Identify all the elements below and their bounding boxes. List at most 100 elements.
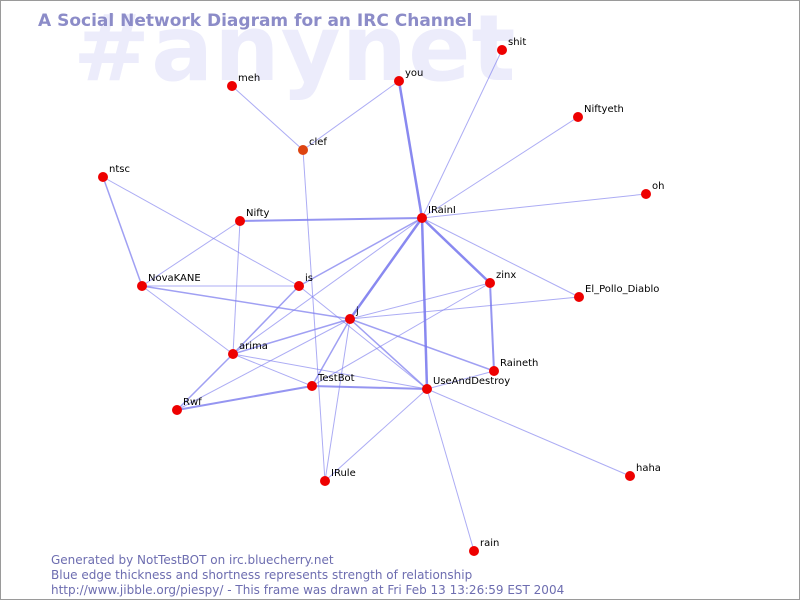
node-IRule: IRule [320, 468, 356, 486]
node-arima: arima [228, 341, 268, 359]
node-dot-IRule [320, 476, 330, 486]
node-label-Nifty: Nifty [246, 208, 270, 219]
edge-TestBot-Rwf [176, 385, 313, 411]
edge-j-arima [232, 318, 351, 355]
edge-j-IRule [324, 318, 351, 482]
edge-oh-IRainI [421, 193, 647, 219]
node-dot-Rwf [172, 405, 182, 415]
node-dot-meh [227, 81, 237, 91]
node-dot-shit [497, 45, 507, 55]
edge-zinx-j [349, 282, 491, 320]
edge-j-Rwf [176, 318, 351, 411]
footer-generated-by: Generated by NotTestBOT on irc.bluecherr… [51, 553, 334, 567]
node-label-Raineth: Raineth [500, 358, 538, 369]
edge-NovaKANE-j [141, 285, 351, 320]
node-label-zinx: zinx [496, 270, 516, 281]
node-dot-j [345, 314, 355, 324]
edge-Niftyeth-IRainI [421, 116, 579, 219]
edge-is-arima [232, 285, 300, 355]
node-is: is [294, 273, 313, 291]
node-Raineth: Raineth [489, 358, 538, 376]
edge-UseAndDestroy-haha [426, 388, 631, 477]
node-dot-IRainI [417, 213, 427, 223]
edge-clef-IRule [302, 149, 326, 482]
node-Niftyeth: Niftyeth [573, 104, 624, 122]
node-j: j [345, 306, 359, 324]
edge-zinx-Raineth [489, 282, 495, 372]
node-label-UseAndDestroy: UseAndDestroy [433, 376, 510, 387]
node-NovaKANE: NovaKANE [137, 273, 201, 291]
node-dot-clef [298, 145, 308, 155]
edge-Nifty-IRainI [239, 217, 423, 222]
node-label-rain: rain [480, 538, 499, 549]
edge-ntsc-NovaKANE [102, 176, 143, 287]
node-label-Rwf: Rwf [183, 397, 202, 408]
footer-source-and-timestamp: http://www.jibble.org/piespy/ - This fra… [51, 583, 565, 597]
node-label-ntsc: ntsc [109, 164, 130, 175]
node-meh: meh [227, 73, 260, 91]
edge-IRainI-arima [232, 217, 423, 355]
node-label-j: j [355, 306, 359, 317]
edge-Nifty-arima [232, 220, 241, 355]
node-label-shit: shit [508, 37, 526, 48]
edge-IRainI-j [348, 217, 424, 320]
node-dot-UseAndDestroy [422, 384, 432, 394]
node-dot-is [294, 281, 304, 291]
node-label-IRainI: IRainI [428, 205, 456, 216]
node-Rwf: Rwf [172, 397, 202, 415]
node-shit: shit [497, 37, 526, 55]
edge-j-UseAndDestroy [349, 318, 428, 390]
edge-UseAndDestroy-IRule [324, 388, 428, 482]
edge-arima-Rwf [176, 353, 234, 411]
node-you: you [394, 68, 423, 86]
edge-NovaKANE-arima [141, 285, 234, 355]
edge-shit-IRainI [421, 49, 503, 219]
edges-layer [102, 49, 647, 552]
edge-you-clef [302, 80, 400, 151]
diagram-title: A Social Network Diagram for an IRC Chan… [38, 11, 473, 31]
edge-TestBot-UseAndDestroy [311, 385, 428, 390]
node-dot-oh [641, 189, 651, 199]
node-oh: oh [641, 181, 664, 199]
node-label-El_Pollo_Diablo: El_Pollo_Diablo [585, 284, 659, 295]
edge-you-IRainI [397, 80, 424, 219]
edge-UseAndDestroy-rain [426, 388, 475, 552]
edge-j-Raineth [349, 318, 495, 372]
node-dot-rain [469, 546, 479, 556]
node-UseAndDestroy: UseAndDestroy [422, 376, 510, 394]
node-label-Niftyeth: Niftyeth [584, 104, 624, 115]
node-rain: rain [469, 538, 499, 556]
node-haha: haha [625, 463, 661, 481]
node-IRainI: IRainI [417, 205, 456, 223]
edge-zinx-TestBot [311, 282, 491, 387]
node-TestBot: TestBot [307, 373, 355, 391]
edge-IRainI-is [298, 217, 423, 287]
node-label-oh: oh [652, 181, 664, 192]
node-clef: clef [298, 137, 327, 155]
node-dot-zinx [485, 278, 495, 288]
node-label-is: is [305, 273, 313, 284]
node-dot-Raineth [489, 366, 499, 376]
node-label-NovaKANE: NovaKANE [148, 273, 201, 284]
node-zinx: zinx [485, 270, 516, 288]
edge-arima-UseAndDestroy [232, 353, 428, 390]
node-label-arima: arima [239, 341, 268, 352]
node-label-you: you [405, 68, 423, 79]
node-dot-TestBot [307, 381, 317, 391]
node-dot-haha [625, 471, 635, 481]
node-dot-Nifty [235, 216, 245, 226]
node-El_Pollo_Diablo: El_Pollo_Diablo [574, 284, 659, 302]
node-dot-ntsc [98, 172, 108, 182]
edge-Nifty-NovaKANE [141, 220, 241, 287]
node-dot-El_Pollo_Diablo [574, 292, 584, 302]
edge-IRainI-UseAndDestroy [420, 217, 429, 390]
footer-legend-note: Blue edge thickness and shortness repres… [51, 568, 473, 582]
node-Nifty: Nifty [235, 208, 270, 226]
edge-is-UseAndDestroy [298, 285, 428, 390]
node-dot-NovaKANE [137, 281, 147, 291]
channel-watermark: #anynet [73, 0, 517, 102]
node-dot-arima [228, 349, 238, 359]
node-label-meh: meh [238, 73, 260, 84]
